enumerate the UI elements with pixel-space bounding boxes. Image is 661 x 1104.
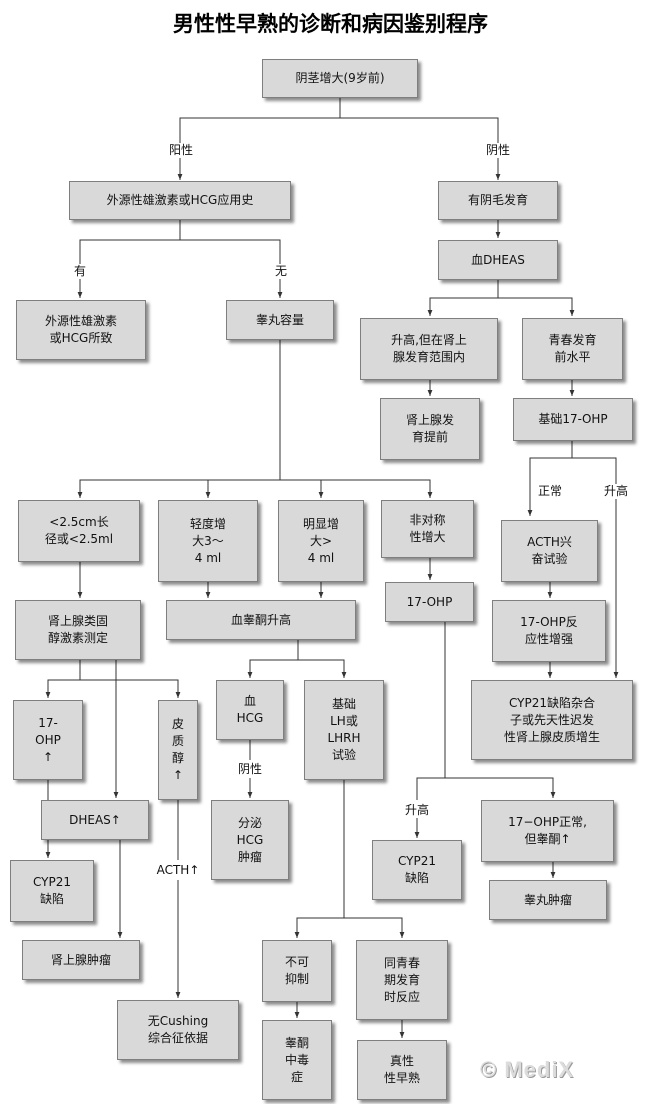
node-basal-17ohp: 基础17-OHP	[513, 398, 633, 441]
node-17ohp-asymmetric: 17-OHP	[385, 582, 474, 622]
edge-label-elevated-left: 升高	[404, 803, 430, 818]
edge-label-normal: 正常	[537, 484, 563, 499]
edge-label-acth-up: ACTH↑	[156, 863, 200, 878]
node-testis-small: <2.5cm长 径或<2.5ml	[18, 500, 140, 562]
node-testosterone-high: 血睾酮升高	[166, 600, 356, 640]
node-hcg-secreting-tumor: 分泌 HCG 肿瘤	[211, 800, 289, 880]
node-testicular-tumor: 睾丸肿瘤	[489, 880, 607, 920]
node-prepubertal-level: 青春发育 前水平	[522, 318, 623, 380]
node-premature-adrenarche: 肾上腺发 育提前	[380, 398, 480, 460]
node-non-suppressible: 不可 抑制	[262, 940, 332, 1002]
node-exogenous-history: 外源性雄激素或HCG应用史	[69, 181, 291, 220]
edge-label-no: 无	[274, 264, 288, 279]
node-cyp21-late-onset: CYP21缺陷杂合 子或先天性迟发 性肾上腺皮质增生	[471, 680, 633, 760]
edge-label-elevated-right: 升高	[603, 484, 629, 499]
node-true-precocious-puberty: 真性 性早熟	[357, 1040, 447, 1100]
node-cyp21-deficiency-right: CYP21 缺陷	[372, 840, 462, 900]
node-17ohp-normal-testo-up: 17−OHP正常, 但睾酮↑	[481, 800, 614, 862]
node-exogenous-cause: 外源性雄激素 或HCG所致	[16, 300, 146, 360]
node-cyp21-deficiency-left: CYP21 缺陷	[10, 860, 94, 922]
node-testis-mild: 轻度增 大3～ 4 ml	[158, 500, 258, 582]
node-17ohp-enhanced: 17-OHP反 应性增强	[492, 600, 606, 662]
node-cortisol-up: 皮 质 醇 ↑	[158, 700, 198, 800]
node-dheas-up: DHEAS↑	[41, 800, 149, 840]
medix-watermark: © MediX	[480, 1057, 575, 1082]
node-adrenal-tumor: 肾上腺肿瘤	[22, 940, 140, 980]
edge-label-yes: 有	[73, 264, 87, 279]
node-penis-enlargement: 阴茎增大(9岁前)	[262, 59, 418, 98]
node-pubertal-response: 同青春 期发育 时反应	[356, 940, 448, 1020]
node-no-cushing-evidence: 无Cushing 综合征依据	[117, 1000, 239, 1060]
edge-label-positive: 阳性	[168, 143, 194, 158]
node-pubic-hair: 有阴毛发育	[438, 181, 558, 220]
node-blood-dheas: 血DHEAS	[438, 240, 558, 280]
node-testis-volume: 睾丸容量	[226, 300, 334, 340]
node-acth-stimulation: ACTH兴 奋试验	[501, 520, 598, 582]
node-testis-obvious: 明显增 大> 4 ml	[278, 500, 364, 582]
node-17ohp-up: 17- OHP ↑	[13, 700, 83, 780]
node-adrenal-steroid-test: 肾上腺类固 醇激素测定	[15, 600, 141, 660]
node-dheas-high-adrenal-range: 升高,但在肾上 腺发育范围内	[360, 318, 498, 380]
page-title: 男性性早熟的诊断和病因鉴别程序	[173, 11, 488, 36]
node-blood-hcg: 血 HCG	[216, 680, 284, 740]
node-lh-lhrh-test: 基础 LH或 LHRH 试验	[304, 680, 384, 780]
node-testis-asymmetric: 非对称 性增大	[381, 500, 474, 558]
edge-label-negative: 阴性	[485, 143, 511, 158]
edge-label-hcg-negative: 阴性	[237, 762, 263, 777]
node-testotoxicosis: 睾酮 中毒 症	[262, 1020, 332, 1100]
